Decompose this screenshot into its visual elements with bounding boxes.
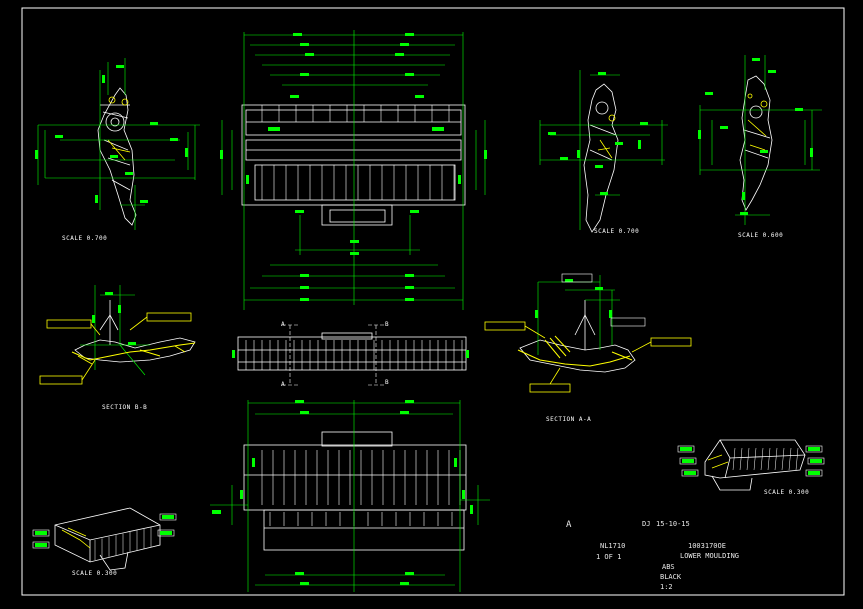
plan-view-dimensions [221, 30, 486, 310]
section-b-b-callouts [39, 312, 192, 385]
section-b-b-marks [92, 292, 136, 345]
isometric-left-ribs [94, 527, 152, 560]
scale-label-iso-left: SCALE 0.300 [72, 570, 118, 577]
side-profile-dimensions-mid [539, 70, 668, 230]
rib-line [781, 447, 785, 471]
revision-letter: A [566, 520, 572, 530]
scale-label-right-view: SCALE 0.600 [738, 232, 784, 239]
plan-view-ribs [261, 105, 455, 200]
drawing-scale: 1:2 [660, 583, 673, 591]
plan-view-marks [220, 33, 487, 301]
side-profile-detail-right [747, 93, 768, 151]
rib-line [788, 447, 792, 471]
drawn-by-initials: DJ [642, 520, 651, 528]
section-cut-lines [282, 324, 384, 386]
rib-line [767, 447, 771, 471]
isometric-view-right [704, 439, 806, 491]
scale-label-mid-view: SCALE 0.700 [594, 228, 640, 235]
section-a-a-boxes [561, 273, 646, 327]
rib-line [753, 447, 757, 471]
colour: BLACK [660, 573, 682, 581]
cut-line-b-top-label: B [385, 321, 390, 328]
section-a-a-marks [535, 279, 612, 318]
side-elevation-marks [232, 350, 469, 358]
scale-label-left-view: SCALE 0.700 [62, 235, 108, 242]
part-number: 1003170OE [688, 542, 726, 550]
section-a-a-callouts [484, 321, 692, 393]
scale-label-iso-right: SCALE 0.300 [764, 489, 810, 496]
part-name: LOWER MOULDING [680, 552, 740, 560]
side-profile-marks-left [35, 65, 188, 203]
side-elevation-view [237, 332, 467, 371]
side-profile-view-mid [583, 83, 619, 233]
isometric-right-callouts [677, 445, 825, 477]
sheet-border [21, 7, 845, 596]
cut-line-a-top-label: A [281, 321, 286, 328]
plan-view-bottom-marks [212, 400, 473, 585]
rib-line [746, 447, 750, 471]
isometric-right-marks [680, 447, 822, 475]
side-profile-marks-mid [548, 72, 648, 195]
isometric-left-detail [61, 527, 91, 549]
isometric-view-left [54, 507, 161, 571]
section-a-a-detail [517, 335, 633, 367]
rib-line [739, 447, 743, 471]
side-profile-detail-mid [597, 114, 616, 159]
side-profile-detail-left [107, 96, 131, 161]
section-a-a-label: SECTION A-A [546, 416, 592, 423]
side-profile-view-right [739, 75, 773, 211]
side-profile-marks-right [698, 58, 813, 215]
side-elevation-ribs [245, 340, 463, 370]
material: ABS [662, 563, 675, 571]
rib-line [760, 447, 764, 471]
cut-line-b-bottom-label: B [385, 379, 390, 386]
plan-view-top [241, 104, 466, 226]
isometric-left-marks [35, 515, 174, 547]
section-b-b-detail [71, 342, 196, 365]
section-b-b-view [74, 300, 196, 363]
rib-line [774, 447, 778, 471]
cut-line-a-bottom-label: A [281, 381, 286, 388]
isometric-right-ribs [732, 447, 799, 471]
section-a-a-dimensions [537, 275, 620, 355]
revision-date: 15-10-15 [656, 520, 690, 528]
side-profile-dimensions-left [37, 58, 200, 230]
plan-view-bottom-dimensions [210, 400, 490, 592]
sheet-number: 1 OF 1 [596, 553, 622, 561]
isometric-left-callouts [32, 513, 177, 549]
rib-line [732, 447, 736, 471]
plan-view-bottom-ribs [261, 450, 461, 526]
side-profile-dimensions-right [699, 55, 822, 225]
section-b-b-label: SECTION B-B [102, 404, 148, 411]
side-profile-view-left [97, 87, 137, 226]
rib-line [795, 447, 799, 471]
model-number: NL1710 [600, 542, 626, 550]
isometric-right-detail [707, 454, 729, 469]
plan-view-bottom [243, 431, 467, 551]
